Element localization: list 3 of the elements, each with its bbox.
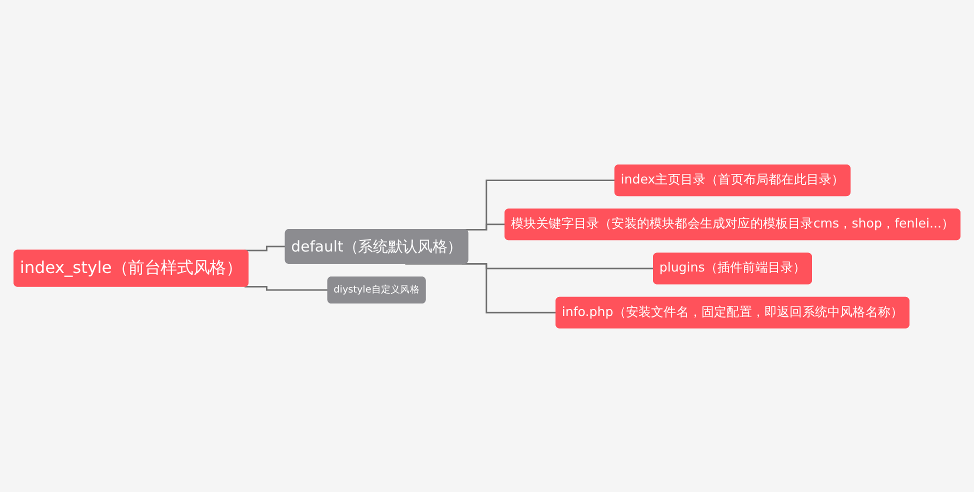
connector	[244, 245, 286, 251]
connector	[244, 286, 329, 291]
connector	[405, 262, 558, 314]
